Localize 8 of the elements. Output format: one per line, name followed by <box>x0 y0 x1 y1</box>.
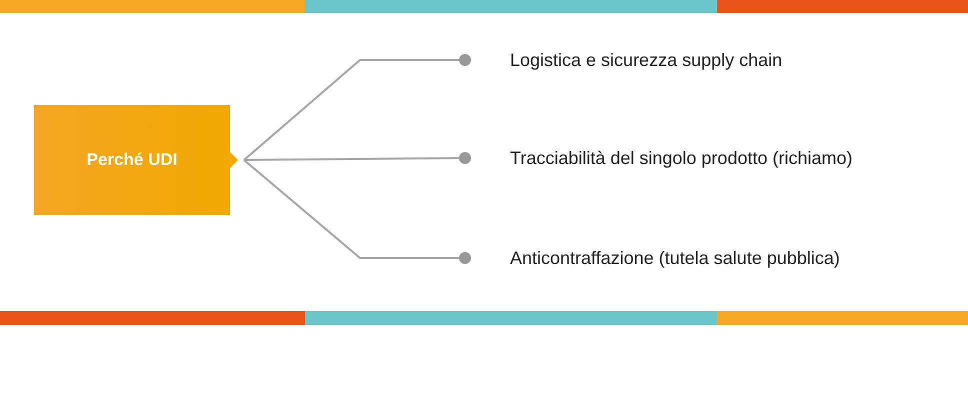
connector-line <box>244 152 471 164</box>
topic-box <box>34 105 238 215</box>
topic-label: Perché UDI <box>86 149 178 172</box>
connector-line <box>243 54 471 161</box>
connector-line <box>243 159 471 264</box>
branch-label: Anticontraffazione (tutela salute pubblica) <box>510 246 840 270</box>
branch-label: Logistica e sicurezza supply chain <box>510 48 782 72</box>
branch-label: Tracciabilità del singolo prodotto (richiamo) <box>510 146 852 170</box>
